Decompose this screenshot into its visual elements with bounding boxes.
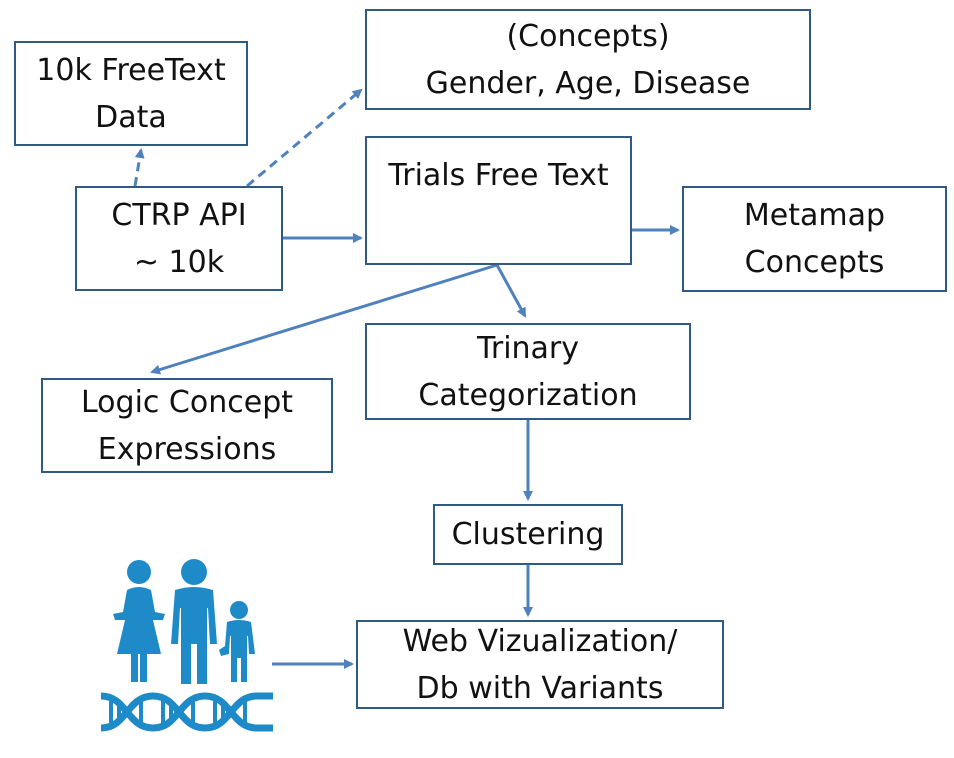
node-clustering: Clustering — [433, 504, 623, 565]
node-freetext-line-1: 10k FreeText — [36, 52, 226, 88]
node-logic-line-2: Expressions — [97, 431, 277, 467]
node-freetext-line-2: Data — [95, 99, 167, 135]
node-web-line-2: Db with Variants — [416, 670, 664, 706]
node-clustering-line-1: Clustering — [451, 517, 605, 552]
node-freetext-data: 10k FreeText Data — [14, 41, 248, 146]
arrow-trials-to-logic — [150, 263, 498, 375]
node-concepts-line-2: Gender, Age, Disease — [425, 65, 751, 101]
node-web-line-1: Web Vizualization/ — [402, 623, 678, 659]
node-trials-free-text: Trials Free Text — [365, 136, 632, 265]
node-logic-concept-expressions: Logic Concept Expressions — [41, 378, 333, 473]
node-trinary-categorization: Trinary Categorization — [365, 323, 691, 420]
node-metamap-line-1: Metamap — [743, 198, 886, 233]
arrow-ctrp-to-concepts — [246, 88, 363, 188]
node-trials-line-1: Trials Free Text — [388, 158, 609, 193]
node-metamap-line-2: Concepts — [744, 245, 885, 280]
node-concepts-line-1: (Concepts) — [506, 18, 670, 54]
node-concepts: (Concepts) Gender, Age, Disease — [365, 9, 811, 110]
node-trinary-line-1: Trinary — [476, 330, 580, 366]
node-ctrp-line-2: ~ 10k — [133, 244, 225, 280]
node-ctrp-api: CTRP API ~ 10k — [75, 186, 283, 291]
family-dna-icon — [100, 559, 273, 732]
dna-icon — [100, 692, 273, 732]
node-trinary-line-2: Categorization — [418, 377, 638, 413]
node-metamap-concepts: Metamap Concepts — [682, 186, 947, 292]
node-logic-line-1: Logic Concept — [80, 384, 294, 420]
arrow-trials-to-trinary — [495, 264, 527, 318]
node-ctrp-line-1: CTRP API — [111, 197, 247, 233]
node-web-visualization: Web Vizualization/ Db with Variants — [356, 620, 724, 709]
family-icon — [113, 559, 255, 684]
arrow-ctrp-to-freetext — [133, 148, 145, 187]
